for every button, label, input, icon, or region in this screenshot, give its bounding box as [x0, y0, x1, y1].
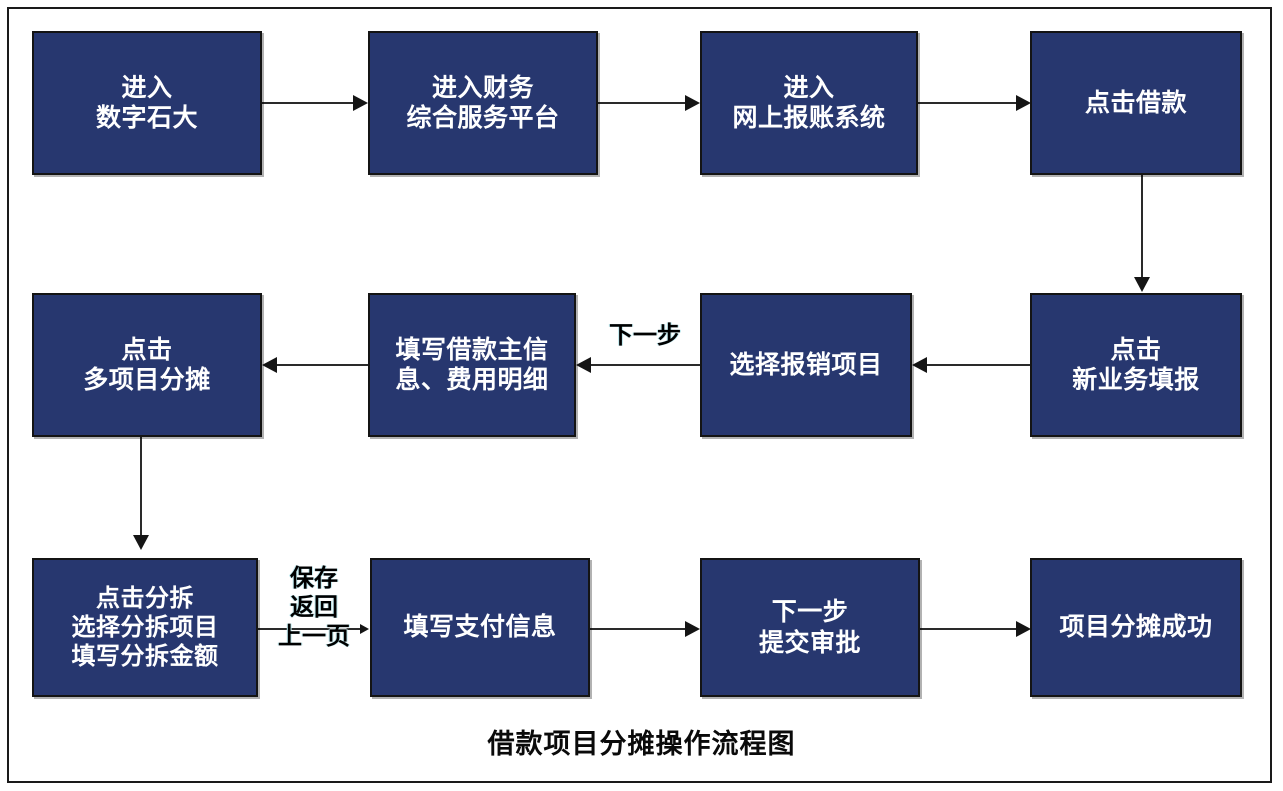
connector-n3-n4 — [918, 102, 1018, 104]
connector-n11-n12 — [920, 628, 1018, 630]
node-enter-digital-shida[interactable]: 进入 数字石大 — [32, 31, 262, 175]
connector-n8-n9 — [140, 437, 142, 537]
diagram-frame — [7, 7, 1272, 783]
node-allocation-success[interactable]: 项目分摊成功 — [1030, 558, 1242, 697]
node-click-multi-project-allocation[interactable]: 点击 多项目分摊 — [32, 293, 262, 437]
arrowhead-n5-n6 — [912, 357, 927, 373]
diagram-title: 借款项目分摊操作流程图 — [487, 729, 796, 759]
node-fill-loan-main-info[interactable]: 填写借款主信 息、费用明细 — [368, 293, 576, 437]
node-label: 进入 网上报账系统 — [732, 73, 886, 133]
node-label: 填写支付信息 — [403, 613, 557, 642]
node-click-borrow[interactable]: 点击借款 — [1030, 31, 1242, 175]
arrowhead-n3-n4 — [1016, 95, 1031, 111]
node-click-split-select-fill-amount[interactable]: 点击分拆 选择分拆项目 填写分拆金额 — [32, 558, 258, 697]
connector-n6-n7 — [589, 364, 700, 366]
connector-n10-n11 — [590, 628, 686, 630]
node-enter-online-reimbursement[interactable]: 进入 网上报账系统 — [700, 31, 918, 175]
edge-label-next-step: 下一步 — [609, 322, 681, 349]
connector-n5-n6 — [925, 364, 1030, 366]
node-label: 项目分摊成功 — [1059, 613, 1213, 642]
connector-n4-n5 — [1141, 175, 1143, 279]
arrowhead-n9-n10 — [360, 624, 369, 634]
arrowhead-n11-n12 — [1016, 621, 1031, 637]
node-label: 进入 数字石大 — [95, 73, 198, 133]
node-fill-payment-info[interactable]: 填写支付信息 — [370, 558, 590, 697]
node-click-new-business-report[interactable]: 点击 新业务填报 — [1030, 293, 1242, 437]
arrowhead-n1-n2 — [353, 95, 368, 111]
connector-n7-n8 — [275, 364, 368, 366]
node-label: 点击分拆 选择分拆项目 填写分拆金额 — [71, 584, 219, 671]
node-label: 下一步 提交审批 — [758, 598, 861, 657]
arrowhead-n6-n7 — [576, 357, 591, 373]
node-enter-finance-platform[interactable]: 进入财务 综合服务平台 — [368, 31, 598, 175]
arrowhead-n7-n8 — [262, 357, 277, 373]
node-label: 点击 多项目分摊 — [83, 335, 211, 395]
node-select-reimbursement-project[interactable]: 选择报销项目 — [700, 293, 912, 437]
connector-n9-n10 — [258, 628, 362, 630]
node-label: 填写借款主信 息、费用明细 — [395, 335, 549, 395]
connector-n2-n3 — [598, 102, 686, 104]
node-label: 选择报销项目 — [729, 350, 883, 379]
node-label: 点击借款 — [1084, 88, 1187, 117]
connector-n1-n2 — [262, 102, 354, 104]
arrowhead-n10-n11 — [685, 621, 700, 637]
edge-label-save-return-previous: 保存 返回 上一页 — [278, 565, 350, 650]
node-label: 进入财务 综合服务平台 — [406, 73, 560, 133]
arrowhead-n4-n5 — [1134, 277, 1150, 292]
node-label: 点击 新业务填报 — [1072, 335, 1200, 395]
arrowhead-n8-n9 — [133, 535, 149, 550]
node-next-submit-approval[interactable]: 下一步 提交审批 — [700, 558, 920, 697]
arrowhead-n2-n3 — [685, 95, 700, 111]
